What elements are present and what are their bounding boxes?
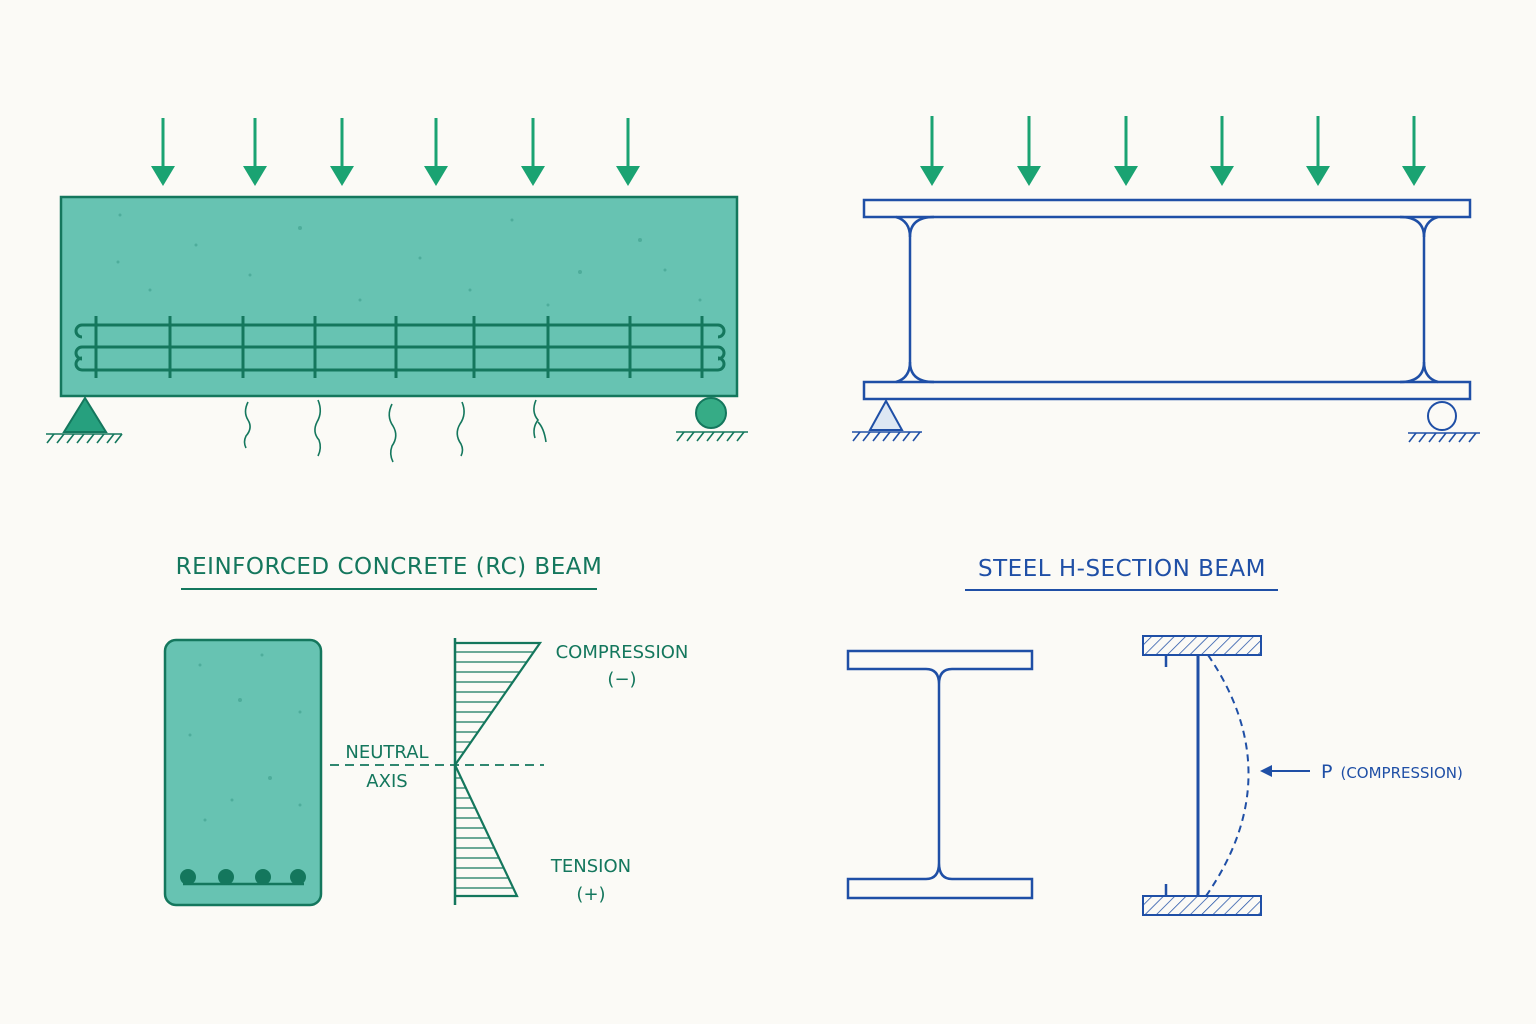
right-web-stiffener (1422, 215, 1439, 384)
bottom-plate (1142, 895, 1262, 916)
steel-load-arrows (920, 116, 1426, 186)
hatched-ground-icon (852, 431, 922, 442)
triangle-support-icon (868, 398, 904, 431)
compression-label: COMPRESSION (556, 642, 689, 663)
concrete-texture (116, 213, 702, 307)
rc-roller-support (676, 397, 748, 442)
rc-beam-elevation (59, 195, 739, 398)
tension-label: TENSION (550, 856, 631, 877)
rc-title: REINFORCED CONCRETE (RC) BEAM (176, 554, 603, 580)
crack (243, 401, 251, 449)
load-arrow-icon (1114, 116, 1138, 186)
load-arrow-icon (1402, 116, 1426, 186)
load-arrow-icon (920, 116, 944, 186)
tension-cracks (243, 399, 547, 463)
rc-cross-section (163, 638, 323, 907)
load-symbol: P (1321, 761, 1332, 783)
rebar (255, 869, 271, 885)
neutral-axis-label-line2: AXIS (366, 771, 407, 792)
hatched-ground-icon (676, 431, 748, 442)
load-arrow-icon (1306, 116, 1330, 186)
load-type: (COMPRESSION) (1340, 764, 1462, 782)
rc-load-arrows (151, 118, 640, 186)
buckled-shape (1205, 654, 1250, 897)
load-arrow-icon (243, 118, 267, 186)
steel-load-label: P (COMPRESSION) (1321, 761, 1463, 783)
rebar (218, 869, 234, 885)
rc-pin-support (46, 396, 123, 444)
roller-support-icon (695, 397, 727, 429)
load-arrow-icon (521, 118, 545, 186)
rebar (290, 869, 306, 885)
neutral-axis-label-line1: NEUTRAL (345, 742, 428, 763)
tension-sign: (+) (576, 884, 605, 905)
left-web-stiffener (895, 215, 912, 384)
load-arrow-icon (1210, 116, 1234, 186)
crack (314, 399, 322, 457)
load-arrow-icon (616, 118, 640, 186)
compression-sign: (−) (607, 669, 636, 690)
hatched-ground-icon (1408, 432, 1480, 443)
steel-title: STEEL H-SECTION BEAM (978, 556, 1266, 582)
left-arrow-icon (1260, 765, 1272, 777)
bottom-flange (862, 380, 1472, 401)
steel-column-buckling (1142, 635, 1310, 916)
crack (533, 399, 547, 443)
crack (456, 401, 465, 457)
load-arrow-icon (330, 118, 354, 186)
hatched-ground-icon (46, 433, 123, 444)
steel-i-section (846, 649, 1034, 900)
load-arrow-icon (424, 118, 448, 186)
steel-beam-elevation (862, 198, 1472, 401)
triangle-support-icon (62, 396, 108, 433)
steel-pin-support (852, 398, 922, 442)
load-arrow-icon (151, 118, 175, 186)
top-flange (862, 198, 1472, 219)
load-arrow-icon (1017, 116, 1041, 186)
rebar (180, 869, 196, 885)
steel-roller-support (1408, 401, 1480, 443)
top-plate (1142, 635, 1262, 656)
crack (388, 403, 397, 463)
rebar-cage (74, 316, 726, 378)
stress-distribution-diagram (453, 638, 543, 905)
roller-support-icon (1427, 401, 1457, 431)
